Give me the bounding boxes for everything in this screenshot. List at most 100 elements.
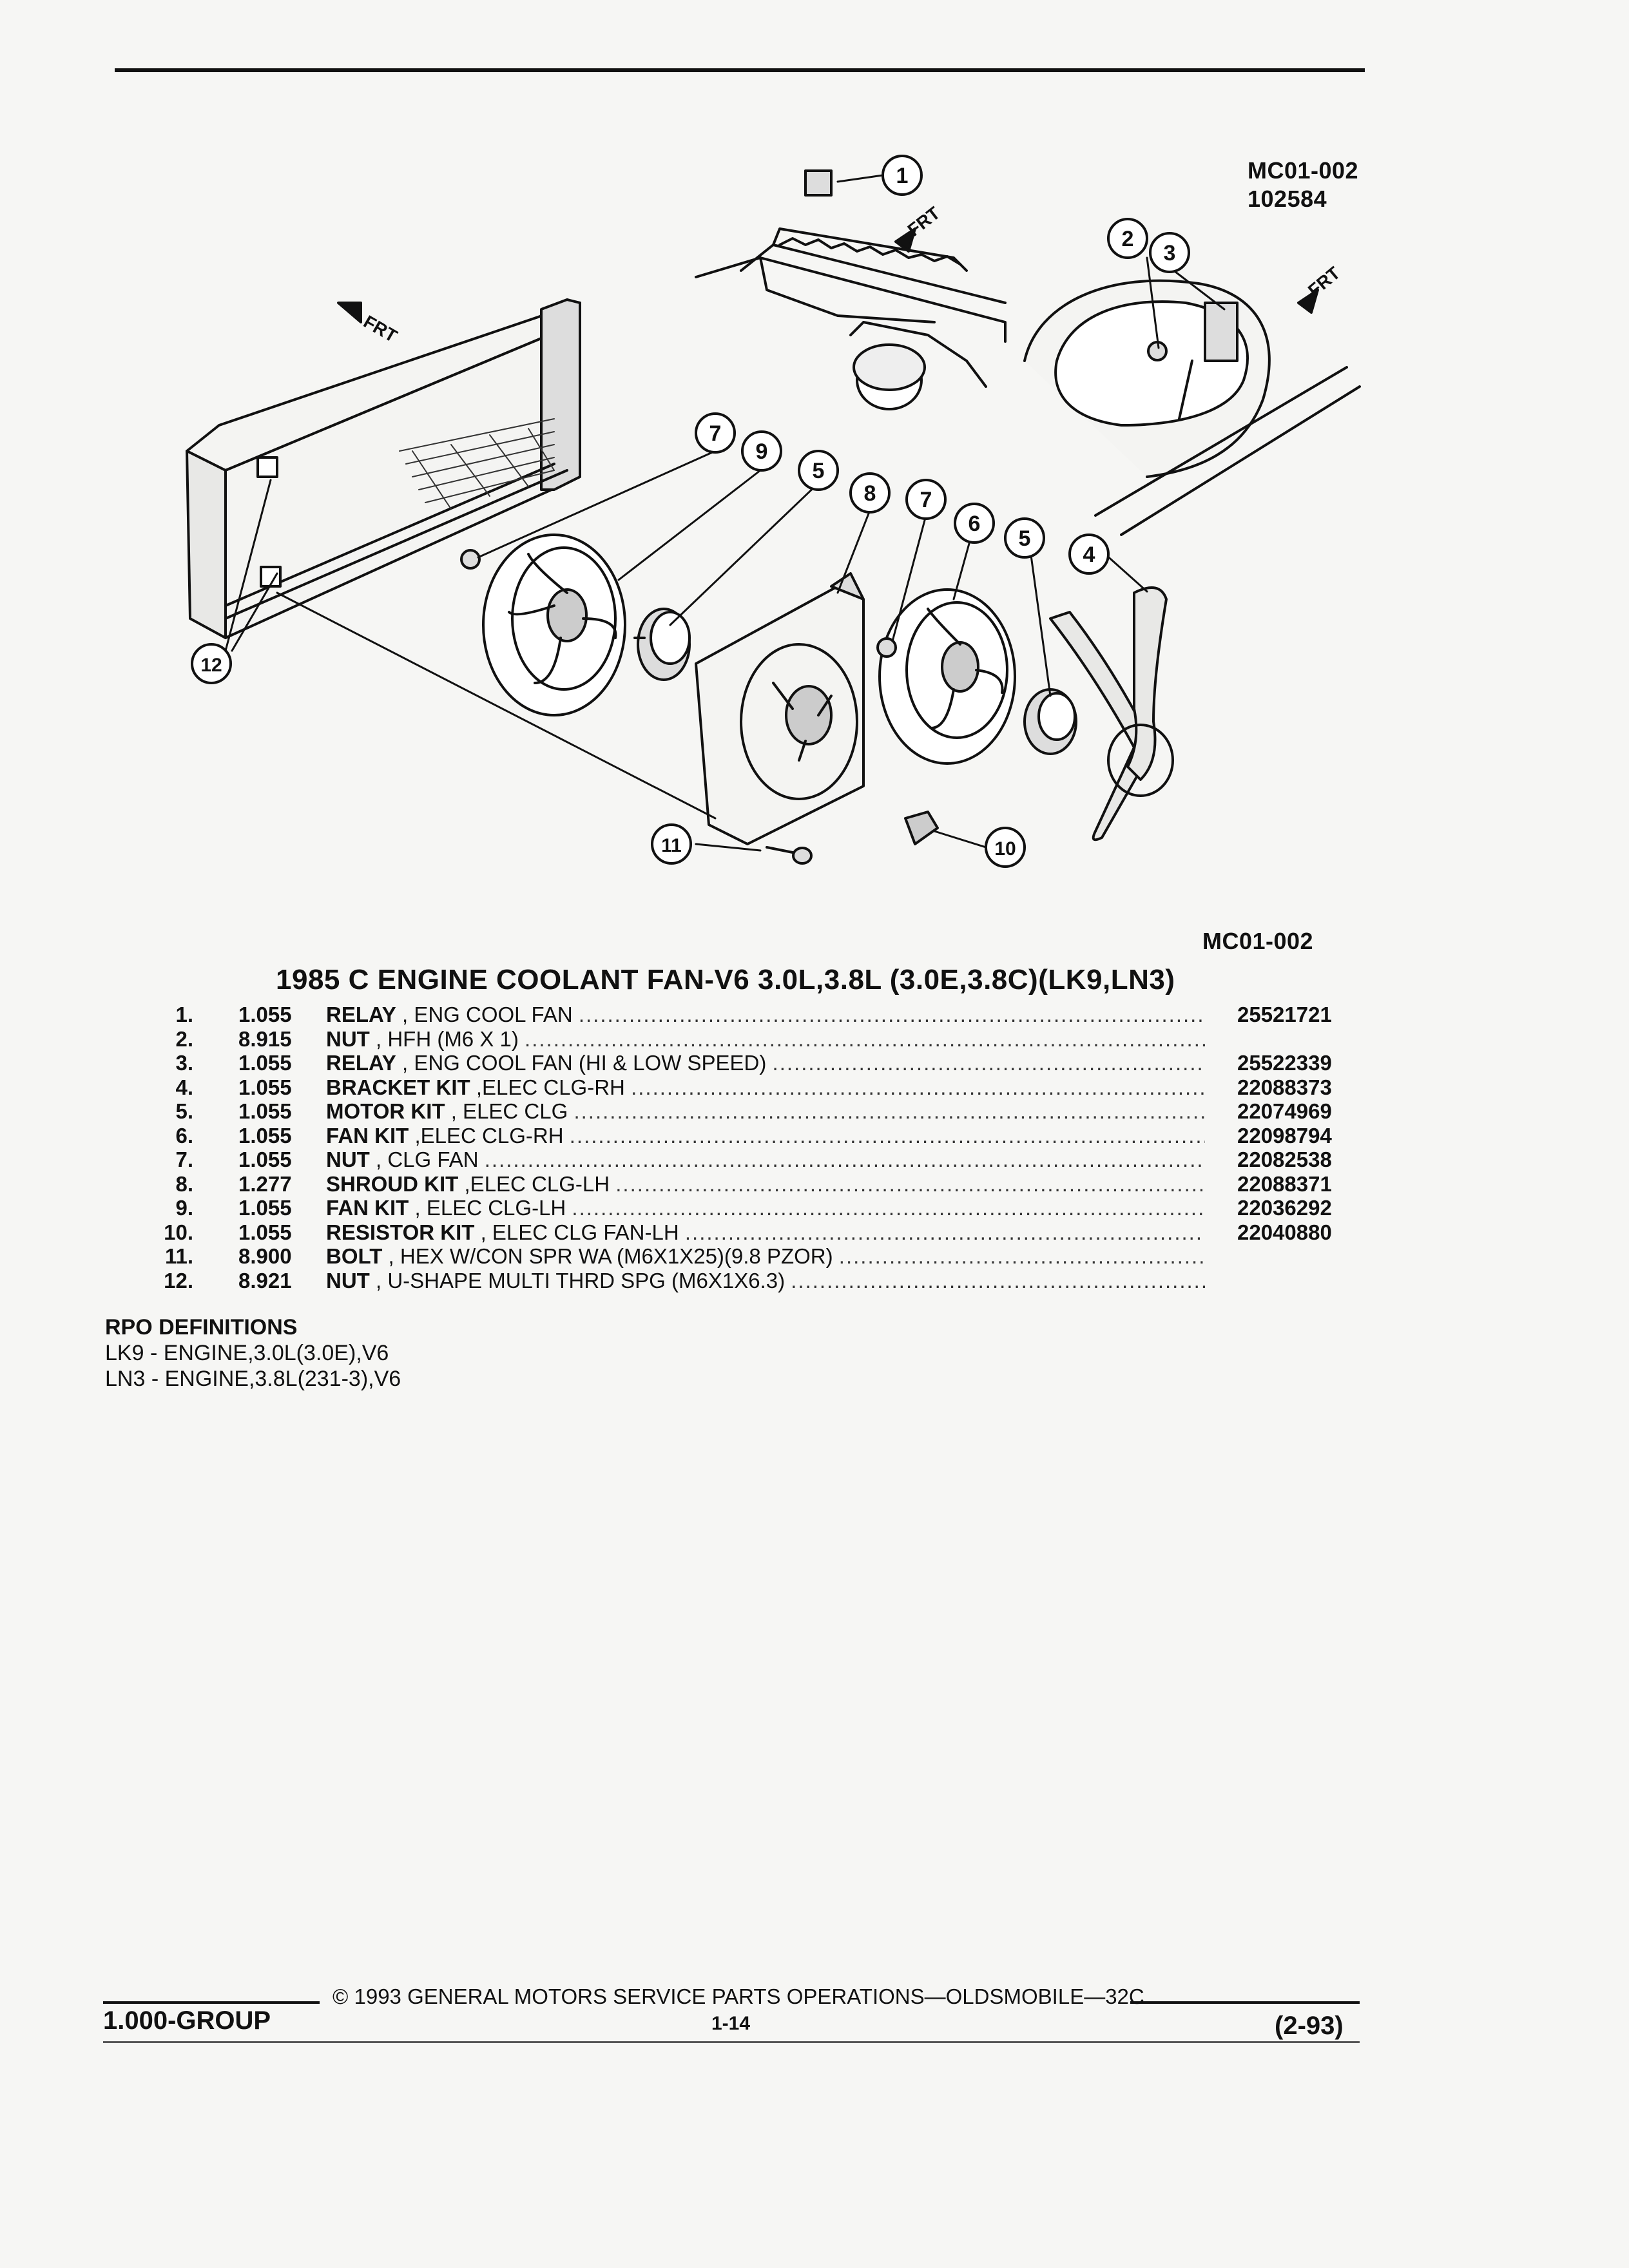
- figure-id-bottom: MC01-002: [1202, 928, 1314, 954]
- part-group-number: 1.055: [238, 1220, 292, 1244]
- part-item-number: 7.: [175, 1148, 193, 1171]
- part-name: FAN KIT: [326, 1123, 409, 1148]
- revision-date: (2-93): [1275, 2012, 1344, 2040]
- part-spec: , U-SHAPE MULTI THRD SPG (M6X1X6.3): [376, 1268, 786, 1293]
- callout-12: 12: [200, 655, 222, 676]
- figure-id-top: MC01-002: [1248, 157, 1359, 184]
- part-name: NUT: [326, 1148, 370, 1171]
- leader-dots: ........................................…: [484, 1148, 1205, 1171]
- part-spec: , ENG COOL FAN (HI & LOW SPEED): [402, 1051, 767, 1075]
- part-description: BRACKET KIT ,ELEC CLG-RH ...............…: [326, 1075, 1205, 1100]
- rpo-header: RPO DEFINITIONS: [105, 1315, 298, 1340]
- callout-5-right: 5: [1019, 526, 1031, 551]
- part-name: SHROUD KIT: [326, 1171, 459, 1196]
- figure-number: 102584: [1248, 186, 1327, 212]
- part-description: NUT , HFH (M6 X 1) .....................…: [326, 1027, 1205, 1052]
- part-item-number: 1.: [175, 1003, 193, 1026]
- footer-rule-bottom: [103, 2041, 1360, 2043]
- part-number: 25522339: [1237, 1051, 1332, 1075]
- part-number: 22040880: [1237, 1220, 1332, 1244]
- frt-label-left: FRT: [360, 311, 401, 346]
- callout-11: 11: [661, 835, 682, 856]
- part-description: FAN KIT , ELEC CLG-LH ..................…: [326, 1196, 1205, 1220]
- leader-dots: ........................................…: [574, 1099, 1205, 1123]
- callout-2: 2: [1122, 227, 1134, 251]
- right-fan-illustration: [878, 588, 1016, 765]
- part-item-number: 6.: [175, 1123, 193, 1148]
- part-item-number: 4.: [175, 1075, 193, 1099]
- part-item-number: 2.: [175, 1026, 193, 1051]
- part-spec: , HFH (M6 X 1): [376, 1026, 519, 1051]
- parts-list: 1. 1.055 RELAY , ENG COOL FAN ............…: [116, 1003, 1366, 1293]
- part-number: 22082538: [1237, 1148, 1332, 1171]
- part-group-number: 8.900: [238, 1244, 292, 1268]
- part-group-number: 1.055: [238, 1123, 292, 1148]
- footer-rule-right: [1130, 2001, 1360, 2004]
- leader-dots: ........................................…: [525, 1026, 1205, 1051]
- part-description: NUT , U-SHAPE MULTI THRD SPG (M6X1X6.3) …: [326, 1269, 1205, 1293]
- part-number: 25521721: [1237, 1003, 1332, 1026]
- leader-dots: ........................................…: [615, 1171, 1205, 1196]
- part-name: MOTOR KIT: [326, 1099, 445, 1123]
- leader-dots: ........................................…: [578, 1003, 1205, 1026]
- part-description: SHROUD KIT ,ELEC CLG-LH ................…: [326, 1172, 1205, 1196]
- part-row: 12. 8.921 NUT , U-SHAPE MULTI THRD SPG (M6…: [116, 1269, 1366, 1293]
- callout-9: 9: [756, 439, 768, 464]
- part-group-number: 1.055: [238, 1196, 292, 1220]
- callout-8: 8: [864, 481, 876, 506]
- left-motor-illustration: [633, 608, 691, 681]
- shroud-illustration: [695, 572, 865, 845]
- rpo-line-lk9: LK9 - ENGINE,3.0L(3.0E),V6: [105, 1341, 389, 1365]
- part-name: RELAY: [326, 1051, 396, 1075]
- footer-rule-left: [103, 2001, 320, 2004]
- part-group-number: 1.055: [238, 1099, 292, 1123]
- part-name: BOLT: [326, 1244, 383, 1268]
- part-name: FAN KIT: [326, 1196, 409, 1220]
- part-item-number: 5.: [175, 1099, 193, 1123]
- part-number: 22088373: [1237, 1075, 1332, 1099]
- part-spec: ,ELEC CLG-LH: [464, 1171, 610, 1196]
- part-name: NUT: [326, 1268, 370, 1293]
- part-number: 22088371: [1237, 1171, 1332, 1196]
- part-group-number: 1.277: [238, 1171, 292, 1196]
- part-name: NUT: [326, 1026, 370, 1051]
- right-motor-illustration: [1023, 688, 1077, 755]
- rpo-definitions: RPO DEFINITIONS LK9 - ENGINE,3.0L(3.0E),…: [105, 1314, 401, 1392]
- callout-7-right: 7: [920, 488, 932, 512]
- part-group-number: 1.055: [238, 1051, 292, 1075]
- callout-4: 4: [1083, 543, 1095, 567]
- callout-7-left: 7: [709, 421, 722, 446]
- leader-dots: ........................................…: [631, 1075, 1205, 1099]
- top-rule: [115, 68, 1365, 72]
- part-number: 22036292: [1237, 1196, 1332, 1220]
- radiator-core-mesh: [399, 418, 555, 510]
- part-description: RELAY , ENG COOL FAN (HI & LOW SPEED) ..…: [326, 1051, 1205, 1075]
- page-number: 1-14: [711, 2013, 751, 2034]
- callout-6: 6: [969, 512, 981, 536]
- callout-10: 10: [994, 838, 1016, 860]
- part-description: RELAY , ENG COOL FAN ...................…: [326, 1003, 1205, 1027]
- part-group-number: 1.055: [238, 1075, 292, 1099]
- copyright-notice: © 1993 GENERAL MOTORS SERVICE PARTS OPER…: [333, 1984, 1144, 2008]
- part-spec: ,ELEC CLG-RH: [414, 1123, 564, 1148]
- callout-3: 3: [1164, 241, 1176, 265]
- rpo-line-ln3: LN3 - ENGINE,3.8L(231-3),V6: [105, 1367, 401, 1391]
- page-title: 1985 C ENGINE COOLANT FAN-V6 3.0L,3.8L (…: [276, 964, 1175, 995]
- part-group-number: 1.055: [238, 1148, 292, 1171]
- leader-dots: ........................................…: [569, 1123, 1205, 1148]
- part-number: 22098794: [1237, 1123, 1332, 1148]
- part-item-number: 12.: [164, 1268, 193, 1293]
- part-name: RESISTOR KIT: [326, 1220, 475, 1244]
- part-group-number: 8.921: [238, 1268, 292, 1293]
- leader-dots: ........................................…: [838, 1244, 1205, 1268]
- part-item-number: 8.: [175, 1171, 193, 1196]
- radiator-illustration: [186, 298, 581, 639]
- part-spec: , ENG COOL FAN: [402, 1003, 573, 1026]
- part-spec: , ELEC CLG FAN-LH: [480, 1220, 679, 1244]
